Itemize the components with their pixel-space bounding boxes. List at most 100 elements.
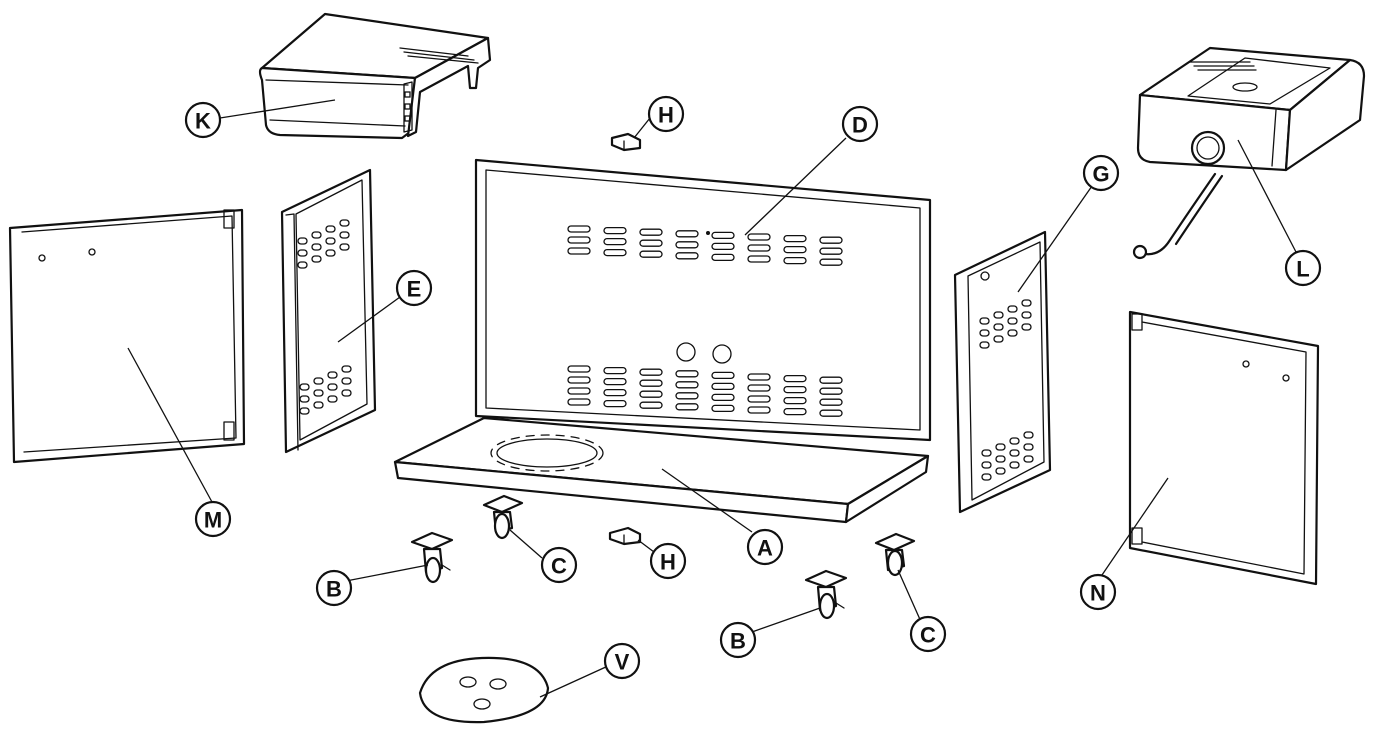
vent-slot (995, 467, 1006, 475)
vent-slot (339, 243, 350, 251)
callout-e: E (395, 269, 433, 307)
callout-h-bottom-label: H (660, 550, 676, 575)
vent-slot (1009, 437, 1020, 445)
callout-h-top-label: H (658, 103, 674, 128)
vent-slot (819, 247, 843, 255)
vent-slot (313, 389, 324, 397)
part-e-side-frame (280, 168, 377, 454)
part-l-side-burner (1132, 46, 1366, 260)
callout-g: G (1082, 154, 1120, 192)
vent-slot (1021, 323, 1032, 331)
part-m-side-panel (8, 208, 246, 464)
callout-v: V (603, 642, 641, 680)
vent-slot (311, 243, 322, 251)
vent-slot (339, 219, 350, 227)
vent-slot (711, 404, 735, 413)
callout-c-right: C (909, 615, 947, 653)
vent-slot (819, 258, 843, 266)
vent-slot (603, 237, 627, 246)
vent-slot (783, 385, 807, 394)
part-g-side-panel (953, 230, 1052, 514)
vent-slot (979, 329, 990, 337)
vent-slot (311, 255, 322, 263)
vent-slot (639, 250, 663, 258)
callout-b-left-label: B (326, 577, 342, 602)
vent-slot (639, 239, 663, 247)
vent-slot (1009, 449, 1020, 457)
callout-b-right-label: B (730, 629, 746, 654)
vent-slot (339, 231, 350, 239)
callout-b-right: B (719, 621, 757, 659)
vent-slot (747, 395, 771, 403)
vent-slot (819, 376, 843, 384)
vent-slot (675, 381, 699, 389)
vent-slot (341, 365, 352, 373)
vent-slot (327, 371, 338, 379)
part-h-clip-bottom (608, 526, 642, 546)
vent-slot (1023, 431, 1034, 439)
vent-slot (783, 234, 807, 243)
vent-slot (1021, 299, 1032, 307)
vent-slot (1023, 443, 1034, 451)
part-b-caster-right (804, 569, 848, 620)
vent-slot (711, 393, 735, 402)
vent-slot (711, 242, 735, 251)
vent-slot (639, 390, 663, 398)
part-a-bottom-tray (393, 416, 930, 524)
callout-k-label: K (195, 109, 211, 134)
callout-d: D (841, 105, 879, 143)
vent-slot (979, 317, 990, 325)
callout-h-bottom: H (649, 542, 687, 580)
callout-l-label: L (1296, 257, 1309, 282)
callout-m: M (194, 500, 232, 538)
callout-k: K (184, 101, 222, 139)
leader-lines (127, 99, 1297, 698)
vent-slot (1007, 317, 1018, 325)
vent-slot (297, 249, 308, 257)
part-b-caster-left (410, 531, 454, 584)
part-c-caster-right (874, 532, 916, 577)
vent-slot (675, 403, 699, 411)
vent-slot (783, 245, 807, 254)
vent-slot (747, 255, 771, 263)
vent-slot (981, 449, 992, 457)
vent-slot (993, 323, 1004, 331)
vent-slot (603, 226, 627, 235)
vent-slot (325, 225, 336, 233)
vent-slot (675, 370, 699, 378)
vent-slot (783, 256, 807, 265)
vent-slot (341, 377, 352, 385)
vent-slot (783, 407, 807, 416)
vent-slot (327, 383, 338, 391)
callout-h-top: H (647, 95, 685, 133)
vent-slot (603, 388, 627, 397)
vent-slot (297, 261, 308, 269)
part-v-disc-plate (418, 656, 550, 724)
vent-slot (1009, 461, 1020, 469)
vent-slot (313, 401, 324, 409)
vent-slot (1007, 329, 1018, 337)
vent-slot (993, 311, 1004, 319)
vent-slot (311, 231, 322, 239)
callout-g-label: G (1092, 162, 1109, 187)
callout-l: L (1284, 249, 1322, 287)
callout-n-label: N (1090, 581, 1106, 606)
vent-slot (995, 443, 1006, 451)
vent-slot (1021, 311, 1032, 319)
vent-slot (675, 392, 699, 400)
callout-a: A (746, 528, 784, 566)
vent-slot (639, 379, 663, 387)
vent-slot (711, 371, 735, 380)
callout-e-label: E (407, 277, 422, 302)
vent-slot (981, 473, 992, 481)
vent-slot (819, 398, 843, 406)
vent-slot (297, 237, 308, 245)
vent-slot (567, 398, 591, 406)
vent-slot (995, 455, 1006, 463)
vent-slot (567, 247, 591, 255)
vent-slot (327, 395, 338, 403)
vent-slot (603, 366, 627, 375)
vent-slot (567, 236, 591, 244)
vent-slot (639, 368, 663, 376)
